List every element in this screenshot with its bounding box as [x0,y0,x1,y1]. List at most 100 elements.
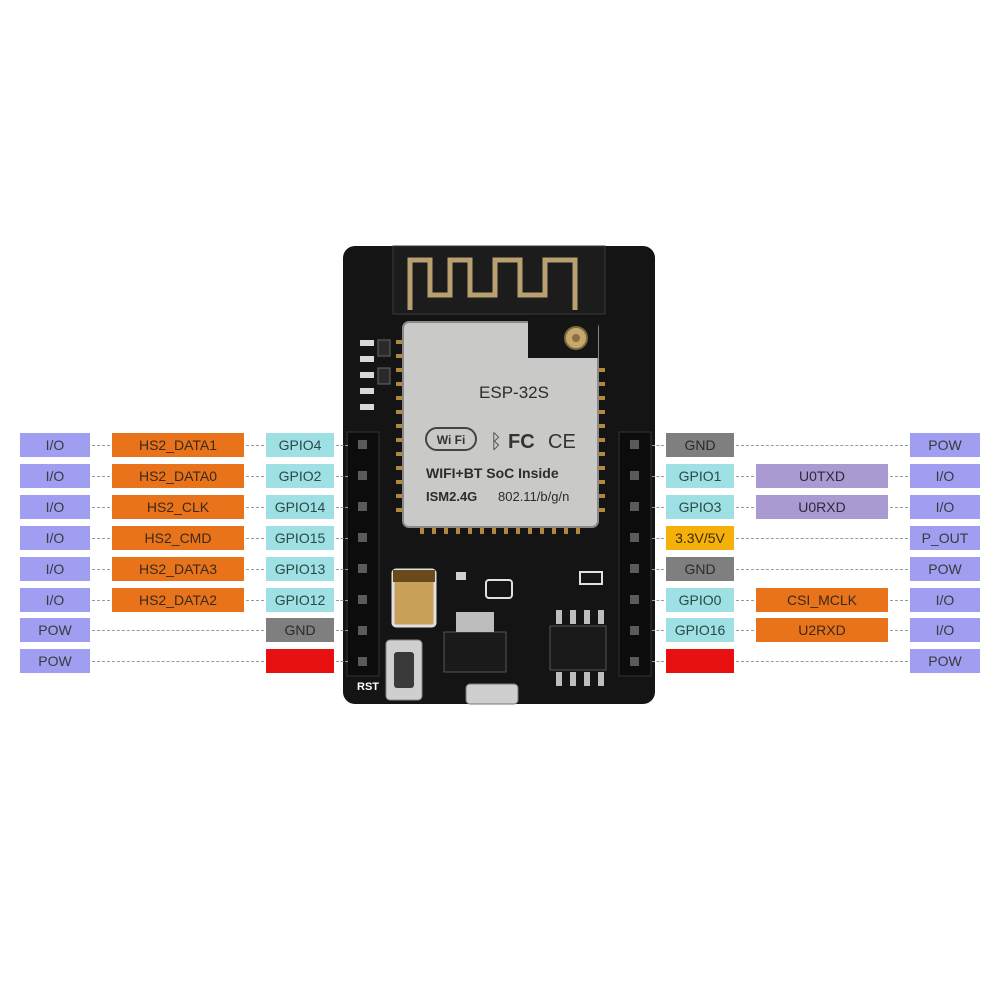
leader-line [736,445,908,446]
ce-mark: CE [548,431,576,453]
left-alt-label: HS2_DATA3 [112,557,244,581]
ic-chip [549,625,607,671]
right-alt-label: CSI_MCLK [756,588,888,612]
left-alt-label: HS2_DATA2 [112,588,244,612]
left-pin-label: GND [266,618,334,642]
leader-line [336,538,348,539]
leader-line [652,661,664,662]
leader-line [890,507,908,508]
leader-line [890,630,908,631]
leader-line [736,661,908,662]
module-name: ESP-32S [479,383,549,402]
right-pin-label: GPIO3 [666,495,734,519]
pcb-antenna-trace [407,257,578,310]
module-line2b: 802.11/b/g/n [498,489,569,504]
leader-line [246,476,264,477]
smd-outline-1 [485,579,513,599]
right-func-label: I/O [910,495,980,519]
right-func-label: POW [910,649,980,673]
right-func-label: P_OUT [910,526,980,550]
leader-line [92,600,110,601]
right-pin-label: GND [666,557,734,581]
left-func-label: POW [20,618,90,642]
module-line1: WIFI+BT SoC Inside [426,465,559,481]
leader-line [652,445,664,446]
left-alt-label: HS2_CMD [112,526,244,550]
rst-label: RST [357,681,379,693]
left-pin-label: GPIO15 [266,526,334,550]
right-pin-label: GND [666,433,734,457]
right-func-label: I/O [910,618,980,642]
bluetooth-icon: ᛒ [490,431,502,453]
left-pin-label: GPIO4 [266,433,334,457]
leader-line [736,538,908,539]
leader-line [246,507,264,508]
left-header [346,431,380,677]
regulator-tab [456,612,494,632]
leader-line [736,630,754,631]
left-func-label: I/O [20,588,90,612]
left-pin-label: GPIO12 [266,588,334,612]
left-header-pins [358,440,367,666]
leader-line [336,600,348,601]
right-alt-label: U0RXD [756,495,888,519]
leader-line [652,507,664,508]
right-pin-label: GPIO1 [666,464,734,488]
module-line2a: ISM2.4G [426,489,477,504]
right-pin-label: 3.3V/5V [666,526,734,550]
connector [465,683,519,705]
right-pin-label [666,649,734,673]
left-pin-label: GPIO2 [266,464,334,488]
left-alt-label: HS2_CLK [112,495,244,519]
left-pin-label: GPIO13 [266,557,334,581]
leader-line [736,507,754,508]
right-header [618,431,652,677]
leader-line [890,600,908,601]
reset-button-cap [394,652,414,688]
right-pin-label: GPIO0 [666,588,734,612]
leader-line [92,476,110,477]
fcc-mark: FC [508,431,535,453]
module-shield [402,321,599,528]
right-alt-label: U2RXD [756,618,888,642]
left-func-label: I/O [20,464,90,488]
left-pin-label: GPIO14 [266,495,334,519]
leader-line [336,476,348,477]
silkscreen-marks [360,339,391,410]
leader-line [736,569,908,570]
leader-line [652,476,664,477]
ipex-center [572,334,580,342]
leader-line [336,507,348,508]
wifi-logo: Wi Fi [437,433,466,447]
leader-line [336,569,348,570]
leader-line [246,445,264,446]
leader-line [890,476,908,477]
right-func-label: I/O [910,588,980,612]
leader-line [246,538,264,539]
left-func-label: POW [20,649,90,673]
right-alt-label: U0TXD [756,464,888,488]
leader-line [92,445,110,446]
module-pads [396,340,605,534]
leader-line [336,445,348,446]
leader-line [92,569,110,570]
capacitor-band [393,570,435,582]
leader-line [246,569,264,570]
leader-line [92,630,264,631]
leader-line [652,569,664,570]
leader-line [736,476,754,477]
left-pin-label [266,649,334,673]
ic-pins [556,610,604,686]
left-func-label: I/O [20,557,90,581]
left-func-label: I/O [20,526,90,550]
left-func-label: I/O [20,433,90,457]
leader-line [736,600,754,601]
left-alt-label: HS2_DATA1 [112,433,244,457]
smd-part [456,572,466,580]
leader-line [652,630,664,631]
leader-line [92,507,110,508]
right-func-label: I/O [910,464,980,488]
leader-line [652,538,664,539]
leader-line [92,661,264,662]
